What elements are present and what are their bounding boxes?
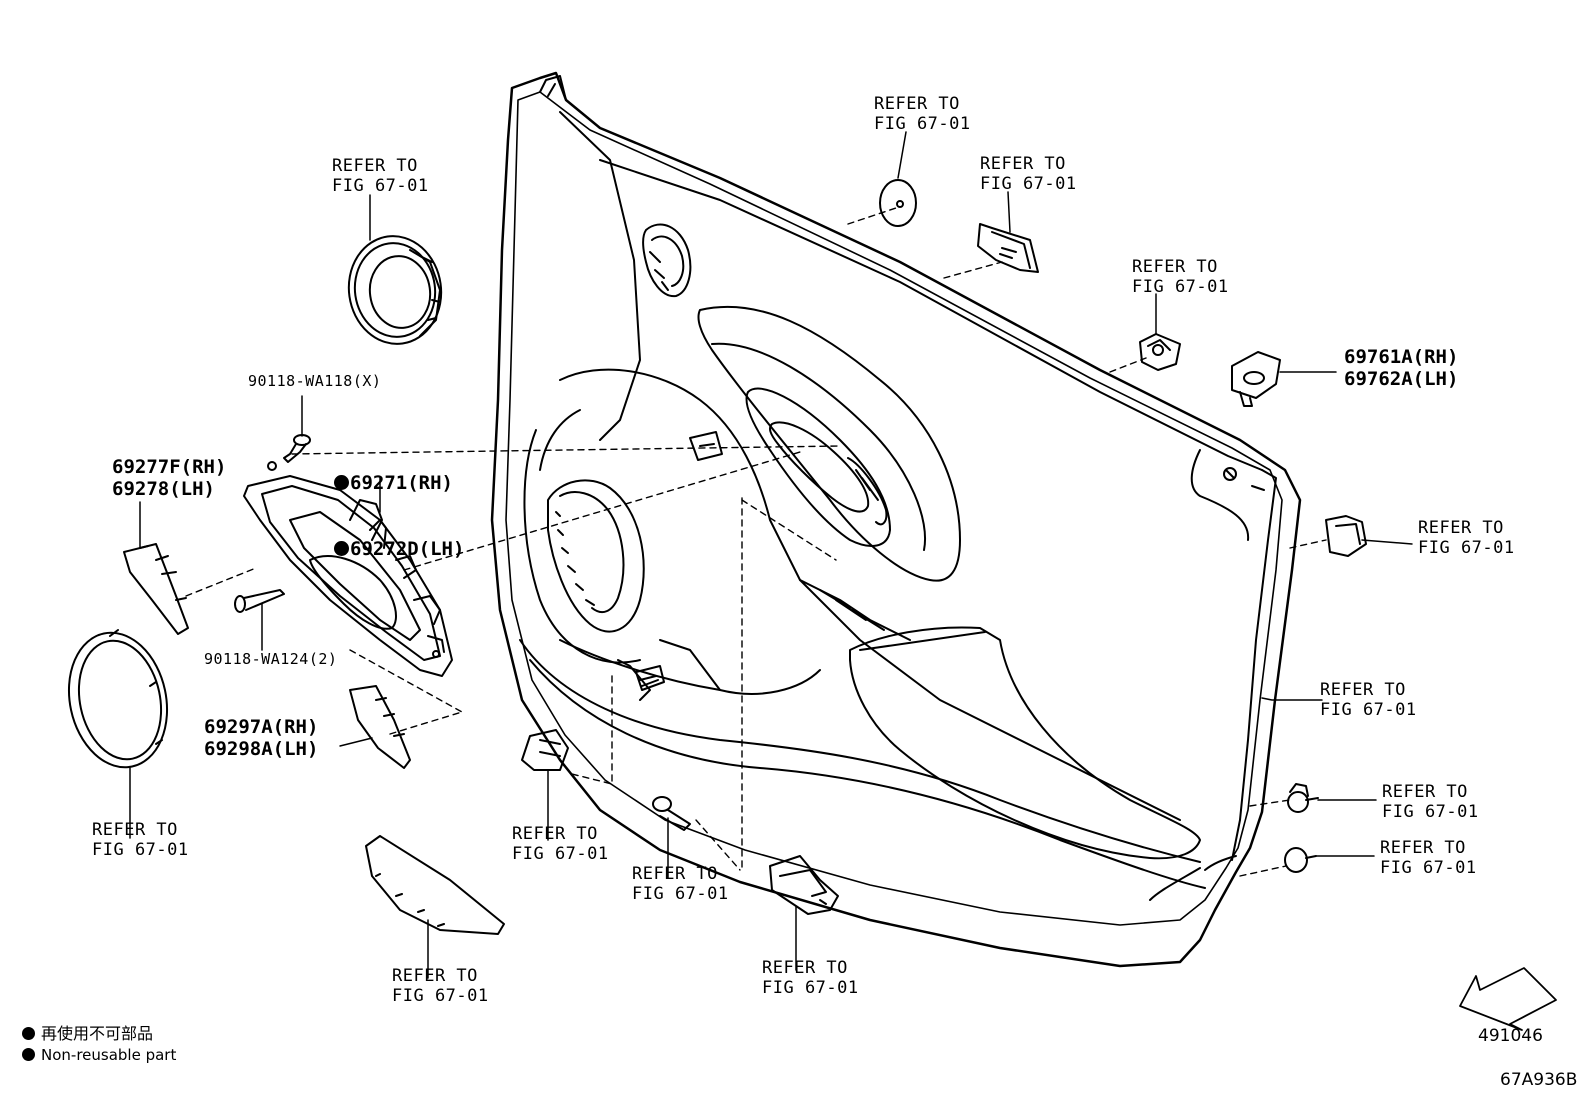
refer-line-1: REFER TO [92,820,178,840]
clip-disc [879,179,917,227]
refer-line-1: REFER TO [980,154,1066,174]
refer-line-1: REFER TO [1320,680,1406,700]
non-reusable-marker-icon [334,475,349,490]
part-line-lh: 69272D(LH) [334,538,464,560]
clip-mid [1139,333,1181,371]
refer-line-1: REFER TO [1382,782,1468,802]
legend-text-jp: 再使用不可部品 [41,1024,154,1043]
refer-line-2: FIG 67-01 [1320,700,1417,720]
refer-line-2: FIG 67-01 [1380,858,1477,878]
part-number-cover-lower: 69297A(RH)69298A(LH) [204,716,318,760]
part-code-rh: 69761A(RH) [1344,346,1459,368]
speaker-grille-ring [67,629,169,769]
screw-upper [283,434,311,463]
refer-line-1: REFER TO [1418,518,1504,538]
non-reusable-marker-icon [334,541,349,556]
refer-line-1: REFER TO [332,156,418,176]
fastener-push-2 [1284,847,1317,873]
trim-strip [365,835,505,935]
door-trim-panel [490,71,1302,968]
part-code-lh: 69762A(LH) [1344,368,1459,390]
refer-line-2: FIG 67-01 [392,986,489,1006]
refer-line-2: FIG 67-01 [1132,277,1229,297]
cover-lower [349,685,411,769]
refer-line-2: FIG 67-01 [762,978,859,998]
refer-line-2: FIG 67-01 [980,174,1077,194]
refer-line-2: FIG 67-01 [332,176,429,196]
handle-bezel-assembly [243,461,453,677]
part-number-end-cap: 69761A(RH)69762A(LH) [1344,346,1458,390]
figure-code: 67A936B [1500,1070,1578,1090]
bracket-upper [977,223,1039,273]
refer-line-1: REFER TO [512,824,598,844]
refer-line-2: FIG 67-01 [1382,802,1479,822]
part-number-cover-left: 69277F(RH)69278(LH) [112,456,226,500]
refer-line-2: FIG 67-01 [874,114,971,134]
refer-line-1: REFER TO [874,94,960,114]
tweeter-speaker [347,235,443,345]
refer-line-2: FIG 67-01 [1418,538,1515,558]
clip-right [1325,515,1367,557]
legend-non-reusable-en: Non-reusable part [22,1046,176,1064]
refer-line-2: FIG 67-01 [92,840,189,860]
part-number-handle-bezel: 69271(RH) 69272D(LH) [334,428,464,604]
part-code-lh: 69278(LH) [112,478,215,500]
end-cap [1231,351,1281,407]
part-code-lh: 69272D(LH) [350,538,465,560]
leader-lines [129,131,1413,979]
switch-cover-left [123,543,189,635]
screw-lower [234,589,285,613]
refer-line-2: FIG 67-01 [632,884,729,904]
part-line-rh: 69271(RH) [334,472,464,494]
direction-arrow-icon [1459,967,1557,1031]
storage-pocket [769,855,839,915]
dashed-guide-lines [185,207,1327,877]
part-number-screw-lower: 90118-WA124(2) [204,650,338,668]
refer-line-2: FIG 67-01 [512,844,609,864]
filled-circle-icon [22,1027,35,1040]
switch-base-part [521,729,569,771]
refer-line-1: REFER TO [1132,257,1218,277]
refer-line-1: REFER TO [632,864,718,884]
legend-text-en: Non-reusable part [41,1046,177,1064]
legend-non-reusable-jp: 再使用不可部品 [22,1020,153,1044]
part-code-rh: 69277F(RH) [112,456,227,478]
part-number-screw-upper: 90118-WA118(X) [248,372,382,390]
refer-line-1: REFER TO [392,966,478,986]
refer-line-1: REFER TO [1380,838,1466,858]
screw-center [652,796,691,831]
diagram-number: 491046 [1478,1026,1543,1046]
fastener-push-1 [1287,783,1319,813]
filled-circle-icon [22,1048,35,1061]
part-code-rh: 69297A(RH) [204,716,319,738]
part-code-lh: 69298A(LH) [204,738,319,760]
refer-line-1: REFER TO [762,958,848,978]
part-code-rh: 69271(RH) [350,472,453,494]
